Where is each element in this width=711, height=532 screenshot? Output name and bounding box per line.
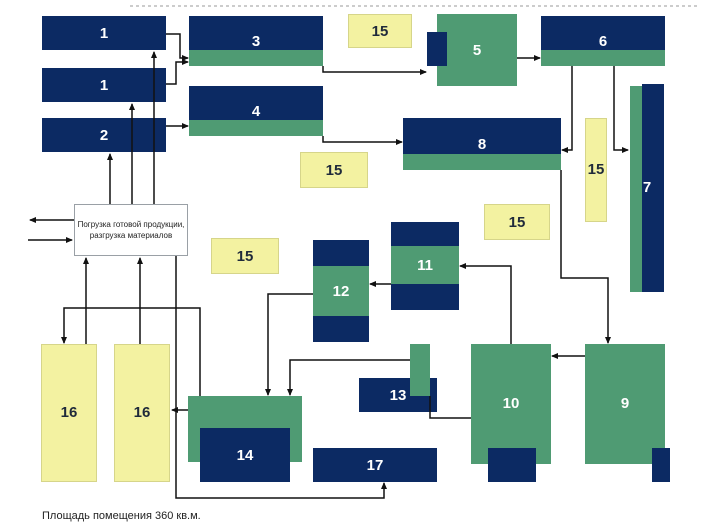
arrow-14-to-16-left [61, 307, 201, 396]
block-15-top [348, 14, 412, 48]
block-7-right [642, 84, 664, 292]
block-4-label: 4 [251, 102, 261, 120]
block-16-right-label: 16 [133, 403, 151, 421]
block-1-second [42, 68, 166, 102]
block-3-bottom [189, 50, 323, 66]
block-15-vertical [585, 118, 607, 222]
block-7-label: 7 [642, 178, 652, 196]
block-10-label: 10 [502, 394, 520, 412]
block-16-right [114, 344, 170, 482]
area-caption: Площадь помещения 360 кв.м. [42, 510, 201, 522]
arrow-12-to-14 [265, 293, 313, 396]
line-10-to-13 [429, 396, 471, 419]
block-8-label: 8 [477, 135, 487, 153]
block-2-label: 2 [99, 126, 109, 144]
block-17-label: 17 [366, 456, 384, 474]
block-7-left [630, 86, 642, 292]
loading-line-2: разгрузка материалов [89, 231, 173, 240]
arrow-loading-to-17 [175, 256, 387, 499]
loading-line-1: Погрузка готовой продукции, [77, 220, 185, 229]
block-8-top [403, 118, 561, 154]
block-15-lower-label: 15 [236, 247, 254, 265]
block-10-inset [488, 448, 536, 482]
block-13-tall [410, 344, 430, 396]
block-11-top [391, 222, 459, 246]
block-17 [313, 448, 437, 482]
block-12-middle [313, 266, 369, 316]
block-1-top-label: 1 [99, 24, 109, 42]
block-15-right [484, 204, 550, 240]
arrow-3-to-5 [322, 66, 427, 75]
block-2 [42, 118, 166, 152]
block-11-bottom [391, 284, 459, 310]
arrow-10-to-11 [459, 263, 512, 344]
block-5-label: 5 [472, 41, 482, 59]
loading-unloading-box: Погрузка готовой продукции, разгрузка ма… [74, 204, 188, 256]
block-9-inset [652, 448, 670, 482]
arrow-8-to-9 [560, 170, 611, 344]
block-3-label: 3 [251, 32, 261, 50]
block-13-label: 13 [389, 386, 407, 404]
block-9-label: 9 [620, 394, 630, 412]
block-1-top [42, 16, 166, 50]
block-12-bottom [313, 316, 369, 342]
block-9 [585, 344, 665, 464]
block-6-label: 6 [598, 32, 608, 50]
block-15-top-label: 15 [371, 22, 389, 40]
block-4-top [189, 86, 323, 120]
block-16-left-label: 16 [60, 403, 78, 421]
block-4-bottom [189, 120, 323, 136]
arrow-1-to-3 [166, 33, 189, 61]
block-15-middle-label: 15 [325, 161, 343, 179]
block-15-vertical-label: 15 [587, 160, 605, 178]
block-5 [437, 14, 517, 86]
block-12-top [313, 240, 369, 266]
arrow-1b-to-3 [166, 59, 189, 85]
block-12-label: 12 [332, 282, 350, 300]
block-14-label: 14 [236, 446, 254, 464]
arrow-4-to-8 [322, 136, 403, 145]
block-16-left [41, 344, 97, 482]
block-11-middle [391, 246, 459, 284]
block-11-label: 11 [417, 256, 433, 274]
block-10 [471, 344, 551, 464]
block-6-top [541, 16, 665, 50]
block-6-bottom [541, 50, 665, 66]
arrow-6-to-8 [561, 66, 573, 153]
arrow-6-to-7 [613, 66, 629, 153]
block-8-bottom [403, 154, 561, 170]
block-14-front [200, 428, 290, 482]
block-15-middle [300, 152, 368, 188]
arrow-13-to-14 [287, 359, 410, 396]
block-15-right-label: 15 [508, 213, 526, 231]
block-3-top [189, 16, 323, 50]
block-5-inset [427, 32, 447, 66]
block-15-lower [211, 238, 279, 274]
block-1-second-label: 1 [99, 76, 109, 94]
